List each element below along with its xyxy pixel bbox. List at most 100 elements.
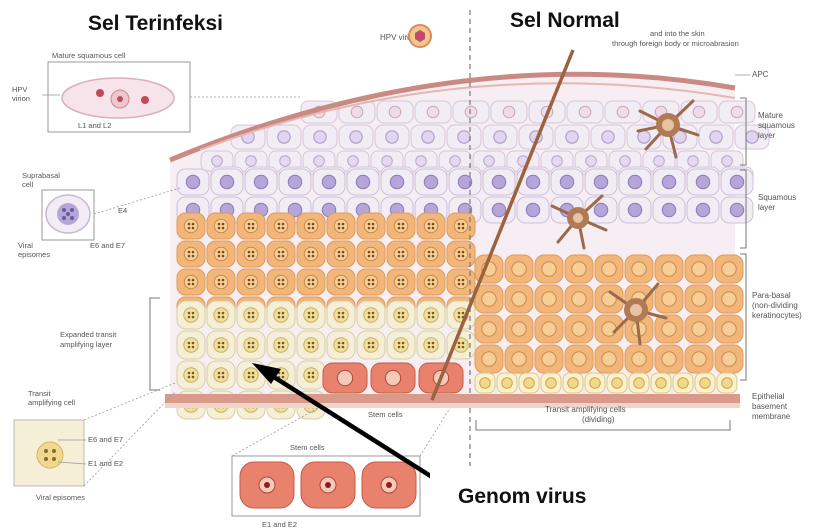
epithelial-cell — [629, 373, 649, 393]
stem-cells-inset-label: Stem cells — [290, 443, 325, 452]
squamous-layer-label-2: layer — [758, 203, 776, 212]
epithelial-cell — [563, 373, 583, 393]
epithelial-cell — [715, 285, 743, 313]
epithelial-cell — [585, 169, 617, 195]
epithelial-cell — [625, 255, 653, 283]
epithelial-cell — [715, 315, 743, 343]
epithelial-cell — [387, 331, 415, 359]
epithelial-cell — [475, 285, 503, 313]
stem-cells-top-label: Stem cells — [368, 410, 403, 419]
epithelial-cell — [177, 301, 205, 329]
epithelial-cell — [625, 345, 653, 373]
epithelial-cell — [565, 345, 593, 373]
epithelial-cell — [475, 345, 503, 373]
epithelial-cell — [297, 331, 325, 359]
epithelial-cell — [673, 373, 693, 393]
epithelial-cell — [177, 361, 205, 389]
epithelial-cell — [607, 373, 627, 393]
epithelial-cell — [377, 101, 413, 123]
expanded-transit-label-2: amplifying layer — [60, 340, 113, 349]
parabasal-label-3: keratinocytes) — [752, 311, 802, 320]
epithelial-cell — [297, 301, 325, 329]
viral-episomes-label-2: episomes — [18, 250, 50, 259]
epithelial-cell — [267, 331, 295, 359]
epithelial-cell — [237, 269, 265, 295]
stem-cell-inset-2 — [301, 462, 355, 508]
epithelial-cell — [387, 241, 415, 267]
epithelial-cell — [177, 241, 205, 267]
stem-cell-inset-3 — [362, 462, 416, 508]
epithelial-cell — [475, 373, 495, 393]
epithelial-cell — [551, 169, 583, 195]
mature-layer-label-1: Mature — [758, 111, 783, 120]
epithelial-cell — [687, 169, 719, 195]
epithelial-cell — [717, 373, 737, 393]
epithelial-cell — [327, 241, 355, 267]
epithelial-cell — [505, 255, 533, 283]
epithelial-cell — [567, 101, 603, 123]
epithelial-cell — [653, 197, 685, 223]
epithelial-cell — [387, 269, 415, 295]
transit-cell-label-1: Transit — [28, 389, 52, 398]
epithelial-cell — [483, 125, 517, 149]
entry-note-line2: through foreign body or microabrasion — [612, 39, 739, 48]
epithelial-cell — [719, 101, 755, 123]
title-infected-cells: Sel Terinfeksi — [88, 12, 223, 35]
epithelial-cell — [519, 373, 539, 393]
epithelial-cell — [619, 197, 651, 223]
viral-episomes-box-label: Viral episomes — [36, 493, 85, 502]
epithelial-cell — [357, 331, 385, 359]
epithelial-cell — [177, 169, 209, 195]
epithelial-cell — [387, 301, 415, 329]
epithelial-cell — [387, 213, 415, 239]
epithelial-cell — [207, 361, 235, 389]
epithelial-cell — [685, 345, 713, 373]
epithelial-cell — [699, 125, 733, 149]
epithelial-cell — [211, 169, 243, 195]
epithelial-cell — [267, 241, 295, 267]
epithelial-cell — [177, 331, 205, 359]
suprabasal-label-1: Suprabasal — [22, 171, 60, 180]
epithelial-cell — [417, 331, 445, 359]
epithelial-cell — [371, 363, 415, 393]
epithelial-cell — [655, 255, 683, 283]
epithelial-cell — [565, 255, 593, 283]
epithelial-cell — [655, 315, 683, 343]
transit-amplifying-label-2: (dividing) — [582, 415, 615, 424]
mature-layer-label-2: squamous — [758, 121, 795, 130]
epithelial-cell — [237, 213, 265, 239]
transit-amplifying-label-1: Transit amplifying cells — [545, 405, 626, 414]
epithelial-cell — [447, 125, 481, 149]
epithelial-cell — [685, 255, 713, 283]
parabasal-label-1: Para-basal — [752, 291, 791, 300]
epithelial-cell — [207, 269, 235, 295]
epithelial-cell — [483, 169, 515, 195]
epithelial-cell — [715, 345, 743, 373]
epithelial-cell — [417, 213, 445, 239]
suprabasal-label-2: cell — [22, 180, 34, 189]
epithelial-cell — [585, 197, 617, 223]
epithelial-cell — [453, 101, 489, 123]
basement-membrane — [165, 394, 740, 403]
epithelial-cell — [207, 213, 235, 239]
epithelial-cell — [207, 241, 235, 267]
epithelial-cell — [381, 169, 413, 195]
epithelial-cell — [267, 301, 295, 329]
epithelial-cell — [357, 301, 385, 329]
epithelial-cell — [541, 373, 561, 393]
epithelial-cell — [721, 169, 753, 195]
epithelial-cell — [619, 169, 651, 195]
epithelial-cell — [535, 345, 563, 373]
epithelial-cell — [447, 269, 475, 295]
epithelial-cell — [447, 241, 475, 267]
epithelial-cell — [605, 101, 641, 123]
inset-suprabasal-cell: Suprabasal cell E4 Viral episomes E6 and… — [18, 171, 180, 259]
hpv-virion-top: HPV virion — [380, 25, 431, 47]
title-normal-cells: Sel Normal — [510, 9, 620, 32]
epithelial-cell — [591, 125, 625, 149]
epithelial-cell — [565, 285, 593, 313]
epithelial-cell — [297, 269, 325, 295]
epithelial-cell — [655, 345, 683, 373]
genome-virus-label: Genom virus — [458, 485, 586, 508]
